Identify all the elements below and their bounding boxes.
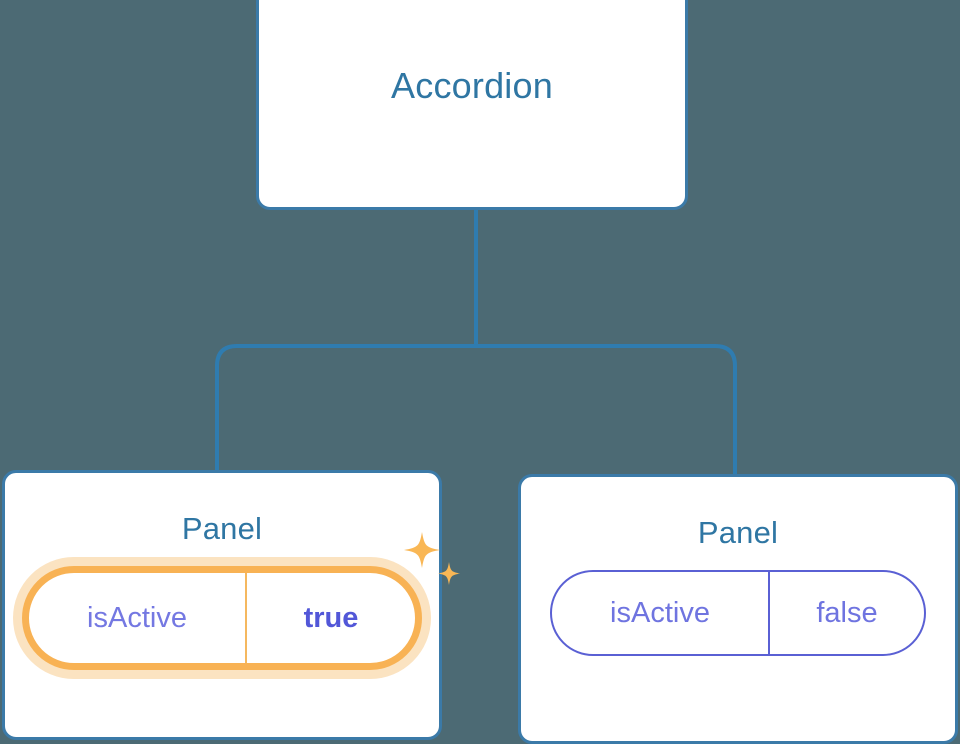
sparkle-icon — [404, 532, 440, 568]
prop-pill-is-active-false[interactable]: isActive false — [550, 570, 926, 656]
prop-value-label: false — [768, 572, 924, 654]
edge-to-panel-right — [476, 344, 737, 476]
node-panel-right[interactable]: Panel isActive false — [518, 474, 958, 744]
sparkle-small-icon — [438, 562, 460, 585]
prop-value-label: true — [245, 573, 415, 663]
prop-pill-left-wrap: isActive true — [22, 532, 460, 670]
edge-to-panel-left — [215, 344, 476, 472]
prop-key-label: isActive — [610, 596, 710, 629]
node-panel-right-title: Panel — [697, 515, 779, 550]
prop-key-label: isActive — [87, 601, 187, 634]
node-panel-left[interactable]: Panel isActive true — [2, 470, 460, 740]
node-panel-left-title: Panel — [181, 511, 263, 546]
prop-pill-is-active-true[interactable]: isActive true — [22, 566, 422, 670]
prop-pill-right-wrap: isActive false — [550, 570, 926, 656]
node-accordion[interactable]: Accordion — [256, 0, 688, 210]
node-accordion-title: Accordion — [391, 65, 553, 106]
